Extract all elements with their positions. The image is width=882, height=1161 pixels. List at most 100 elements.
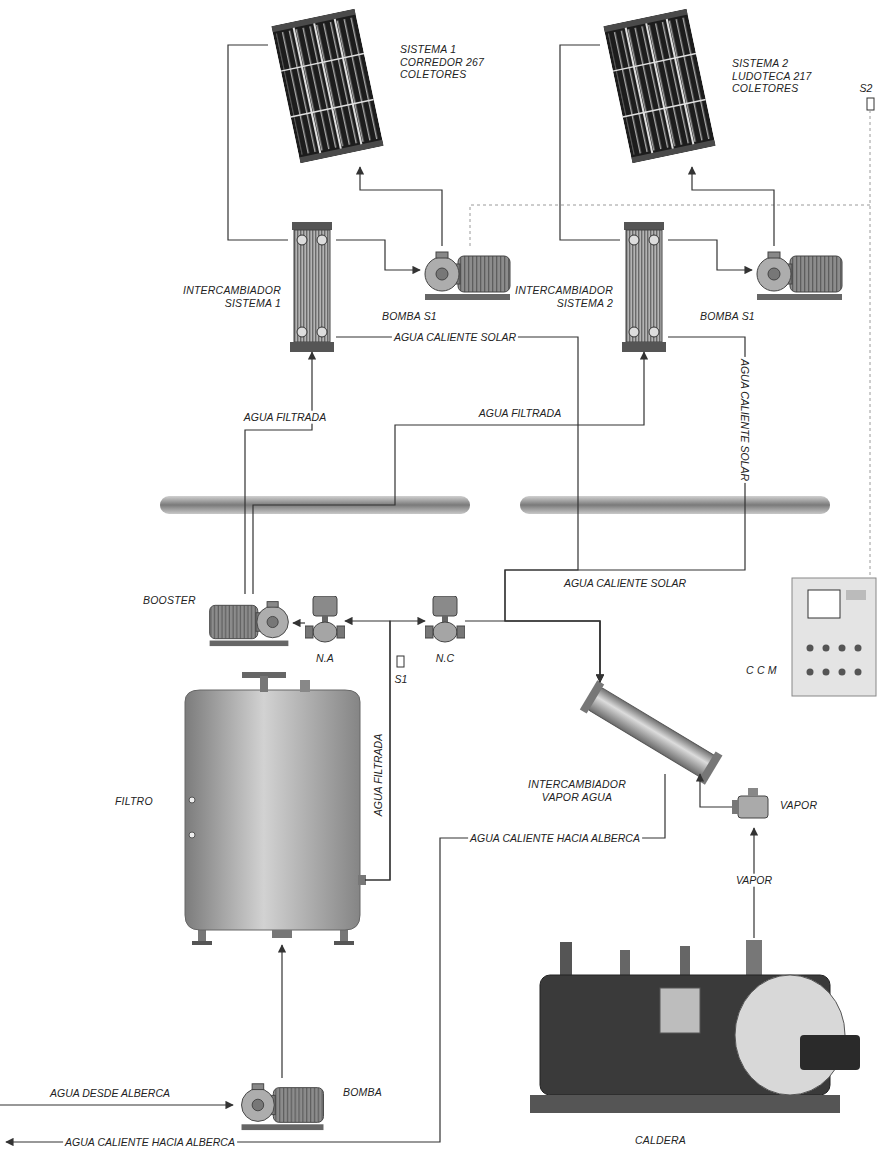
control-cabinet xyxy=(855,669,862,676)
filter-tank xyxy=(260,676,268,692)
equipment-label: N.C xyxy=(415,652,475,665)
control-cabinet xyxy=(807,645,814,652)
pipe-label: AGUA CALIENTE HACIA ALBERCA xyxy=(468,832,642,845)
sensor-tag: S1 xyxy=(393,673,410,686)
control-cabinet xyxy=(823,645,830,652)
pipe-connector xyxy=(336,337,600,682)
steam-exchanger xyxy=(580,680,604,713)
pump-symbol xyxy=(242,1084,324,1130)
solenoid-valve xyxy=(305,596,345,642)
pipe-label: VAPOR xyxy=(734,874,774,887)
solar-collector xyxy=(603,9,715,164)
pipe xyxy=(0,774,665,1142)
equipment-label: N.A xyxy=(295,652,355,665)
filter-tank xyxy=(334,941,354,945)
equipment-label: INTERCAMBIADOR SISTEMA 2 xyxy=(495,284,613,309)
filter-tank xyxy=(189,797,195,803)
equipment-label: FILTRO xyxy=(115,795,153,808)
equipment-label: BOMBA S1 xyxy=(382,310,437,323)
pipe-label: AGUA CALIENTE HACIA ALBERCA xyxy=(63,1136,237,1149)
pipe-label: AGUA FILTRADA xyxy=(372,732,385,818)
pipe-label: AGUA CALIENTE SOLAR xyxy=(392,331,518,344)
equipment-label: SISTEMA 1 CORREDOR 267 COLETORES xyxy=(400,43,486,81)
control-cabinet xyxy=(807,645,862,676)
pipe-connector xyxy=(253,352,644,594)
control-cabinet xyxy=(855,645,862,652)
pipe-connector xyxy=(505,337,745,682)
equipment-label: VAPOR xyxy=(780,799,817,812)
pipe-connector xyxy=(365,621,425,880)
steam-exchanger: INTERCAMBIADOR VAPOR AGUA xyxy=(578,682,726,774)
pipe xyxy=(6,774,665,1142)
collector-panel: SISTEMA 2 LUDOTECA 217 COLETORES xyxy=(600,5,720,167)
boiler xyxy=(620,950,630,976)
booster-pump: BOOSTER xyxy=(205,594,293,650)
steam-exchanger xyxy=(580,680,723,784)
pump: BOMBA xyxy=(235,1078,330,1132)
equipment-label: CALDERA xyxy=(635,1134,686,1147)
equipment-label: C C M xyxy=(746,664,777,677)
boiler xyxy=(530,940,860,1113)
pipe-connector xyxy=(345,621,390,880)
manifold-band xyxy=(520,496,830,514)
pipe-connector xyxy=(700,774,732,807)
equipment-label: INTERCAMBIADOR SISTEMA 1 xyxy=(163,284,281,309)
filter: FILTRO xyxy=(175,680,365,945)
pump-symbol xyxy=(757,252,842,300)
equipment-label: INTERCAMBIADOR VAPOR AGUA xyxy=(516,778,638,803)
boiler xyxy=(530,1095,840,1113)
pipe-connector xyxy=(228,45,288,240)
filter-tank xyxy=(358,875,366,885)
pipe-connector xyxy=(465,621,600,682)
solenoid-valve xyxy=(425,596,465,642)
plate-exchanger xyxy=(290,222,666,352)
solar-collector xyxy=(271,9,715,164)
control-cabinet xyxy=(808,590,840,618)
equipment-label: BOMBA S1 xyxy=(700,310,755,323)
steam-exchanger xyxy=(585,686,718,780)
control-cabinet xyxy=(846,590,866,600)
filter-tank xyxy=(272,930,292,938)
control-cabinet xyxy=(823,669,830,676)
pump: BOMBA S1 xyxy=(420,246,515,302)
boiler xyxy=(746,940,762,976)
control-wire xyxy=(470,110,870,578)
steam-exchanger xyxy=(698,751,722,784)
plate-exchanger xyxy=(622,222,666,352)
pipe-connector xyxy=(560,45,620,240)
control-wire xyxy=(870,110,871,578)
boiler xyxy=(660,988,700,1033)
equipment-label: BOMBA xyxy=(343,1086,382,1099)
sensor-symbol xyxy=(397,656,404,667)
steam-valve xyxy=(732,788,768,818)
pipe-connector xyxy=(281,945,282,1078)
pipe-label: AGUA CALIENTE SOLAR xyxy=(739,357,752,483)
boiler xyxy=(680,946,690,976)
pump-symbol xyxy=(425,252,510,300)
equipment-label: SISTEMA 2 LUDOTECA 217 COLETORES xyxy=(732,57,818,95)
solar-collector xyxy=(271,9,383,164)
pump: BOMBA S1 xyxy=(752,246,847,302)
filter-tank xyxy=(185,690,360,930)
pipe-connector xyxy=(245,352,312,594)
pipe-connector xyxy=(668,240,752,270)
filter-tank xyxy=(189,832,195,838)
control-cabinet xyxy=(792,578,876,696)
pipe-label: AGUA FILTRADA xyxy=(477,407,563,420)
valve: N.C xyxy=(425,596,465,646)
pipe-label: AGUA FILTRADA xyxy=(242,411,328,424)
control-cabinet xyxy=(839,645,846,652)
filter-tank xyxy=(300,680,310,692)
steam-valve xyxy=(738,796,768,818)
control-cabinet xyxy=(807,669,814,676)
plate-exchanger: INTERCAMBIADOR SISTEMA 1 xyxy=(288,222,336,352)
pump-symbol xyxy=(210,602,289,646)
control-panel: C C M xyxy=(792,578,876,696)
sensor-symbol xyxy=(867,98,874,110)
steam-valve xyxy=(748,788,758,796)
pipe-connector xyxy=(336,240,420,270)
filter-tank xyxy=(185,672,366,945)
steam-valve: VAPOR xyxy=(732,786,776,828)
